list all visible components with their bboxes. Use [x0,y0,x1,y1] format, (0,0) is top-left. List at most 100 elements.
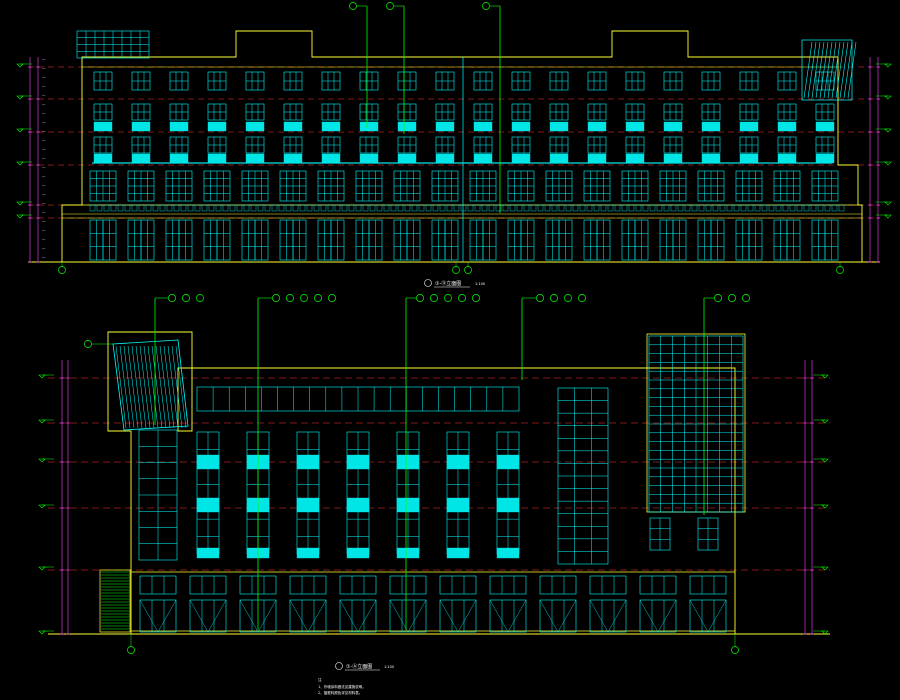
hatch-line [847,41,857,99]
hatch-line [135,345,147,429]
top-axis-bubbles [58,262,844,274]
circle-callout-icon [328,294,336,302]
shop-transom [439,575,477,595]
window-glass [435,121,455,132]
canopy-panel [551,204,558,212]
shop-transom [689,575,727,595]
circle-callout-icon [196,294,204,302]
canopy-panel [215,204,222,212]
hatch-line [819,41,829,99]
bottom-dimension-chains [38,360,829,635]
canopy-panel [460,204,467,212]
notes-line-2: 2、窗框料颜色详见材料表。 [318,690,362,695]
door-swing [589,599,609,633]
canopy-panel [502,204,509,212]
circle-callout-icon [386,2,394,10]
circle-callout-icon [550,294,558,302]
canopy-panel [642,204,649,212]
canopy-panel [131,204,138,212]
canopy-panel [138,204,145,212]
door-swing [239,599,259,633]
canopy-panel [782,204,789,212]
door-swing [607,599,627,633]
canopy-panel [390,204,397,212]
canopy-panel [719,204,726,212]
canopy-panel [803,204,810,212]
hatch-line [807,41,817,99]
canopy-panel [579,204,586,212]
door-swing [457,599,477,633]
canopy-panel [733,204,740,212]
bottom-axis-bubbles [127,634,739,654]
canopy-panel [299,204,306,212]
shop-transom [139,575,177,595]
circle-axis-icon [464,266,472,274]
canopy-panel [593,204,600,212]
door-swing [357,599,377,633]
top-dimension-chains: ——————————————————————— [16,57,892,263]
window-glass [549,121,569,132]
circle-callout-icon [578,294,586,302]
dim-figure: — [42,102,46,106]
window-glass [496,547,520,559]
canopy-panel [754,204,761,212]
circle-callout-icon [444,294,452,302]
canopy-panel [145,204,152,212]
circle-axis-icon [58,266,66,274]
circle-axis-icon [127,646,135,654]
canopy-panel [411,204,418,212]
canopy-panel [306,204,313,212]
circle-axis-icon [452,266,460,274]
triangle-level-icon [821,566,829,571]
triangle-level-icon [821,458,829,463]
circle-callout-icon [182,294,190,302]
window-glass [196,547,220,559]
shop-door [639,599,677,633]
door-swing [539,599,559,633]
hatch-line [163,345,175,429]
canopy-panel [432,204,439,212]
shop-transom [589,575,627,595]
window-glass [663,121,683,132]
canopy-panel [740,204,747,212]
window-glass [131,153,151,164]
dim-figure: — [42,93,46,97]
canopy-panel [747,204,754,212]
canopy-panel [236,204,243,212]
window-glass [245,121,265,132]
canopy-panel [180,204,187,212]
window-glass [359,153,379,164]
triangle-level-icon [884,128,892,133]
window-glass [245,153,265,164]
canopy-panel [663,204,670,212]
bottom-windows [138,335,744,633]
window-glass [397,153,417,164]
canopy-panel [677,204,684,212]
canopy-panel [355,204,362,212]
circle-callout-icon [536,294,544,302]
circle-callout-icon [714,294,722,302]
canopy-panel [684,204,691,212]
hatch-line [143,345,155,429]
door-swing [389,599,409,633]
canopy-panel [425,204,432,212]
canopy-panel [831,204,838,212]
dim-figure: — [42,165,46,169]
triangle-level-icon [821,419,829,424]
notes-heading: 注 [318,677,322,682]
canopy-panel [327,204,334,212]
canopy-panel [614,204,621,212]
canopy-panel [292,204,299,212]
dim-figure: — [42,66,46,70]
canopy-panel [334,204,341,212]
window-glass [549,153,569,164]
dim-figure: — [42,75,46,79]
triangle-level-icon [884,161,892,166]
shop-door [589,599,627,633]
canopy-panel [670,204,677,212]
canopy-panel [124,204,131,212]
window-glass [496,497,520,513]
window-glass [446,454,470,470]
hatch-line [139,345,151,429]
bottom-title-block: ①-Ⓐ立面图 1:100 [335,662,394,671]
